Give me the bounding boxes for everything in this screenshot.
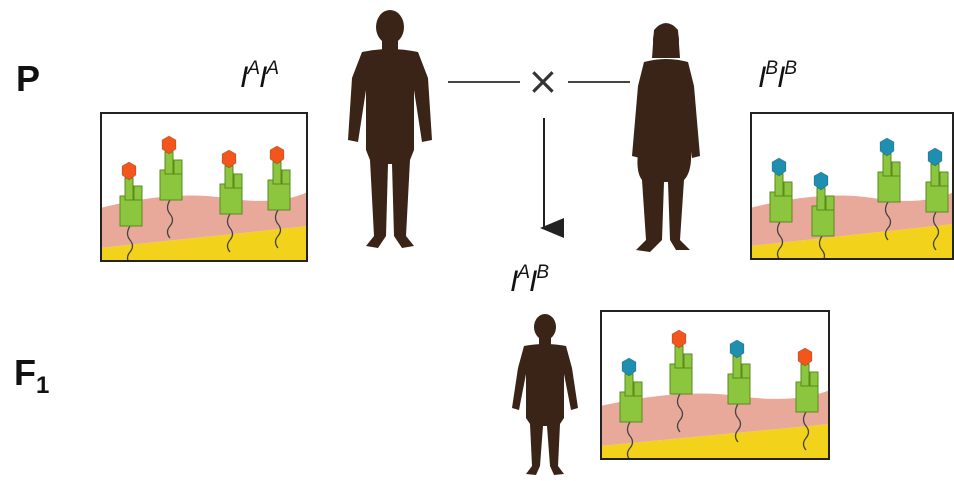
receptor-stalk-block [625, 374, 633, 396]
receptor-stalk-block [225, 166, 233, 188]
mother-cell-panel [750, 112, 954, 274]
receptor-side-block [134, 186, 142, 200]
child-cell-panel [600, 310, 830, 460]
receptor-side-block [684, 354, 692, 368]
receptor-stalk-block [675, 346, 683, 368]
receptor-stalk-block [125, 178, 133, 200]
father-silhouette [348, 10, 432, 248]
mother-silhouette [632, 23, 700, 252]
receptor-side-block [234, 174, 242, 188]
receptor-stalk-block [733, 356, 741, 378]
receptor-stalk-block [273, 162, 281, 184]
father-cell-panel [100, 112, 308, 264]
receptor-side-block [810, 372, 818, 386]
receptor-side-block [282, 170, 290, 184]
receptor-side-block [742, 364, 750, 378]
receptor-stalk-block [931, 164, 939, 186]
receptor-side-block [940, 172, 948, 186]
receptor-side-block [892, 162, 900, 176]
receptor-stalk-block [817, 188, 825, 210]
receptor-stalk-block [775, 174, 783, 196]
receptor-side-block [826, 196, 834, 210]
receptor-stalk-block [801, 364, 809, 386]
receptor-side-block [784, 182, 792, 196]
child-silhouette [512, 314, 578, 475]
receptor-stalk-block [165, 152, 173, 174]
receptor-stalk-block [883, 154, 891, 176]
receptor-side-block [174, 160, 182, 174]
receptor-side-block [634, 382, 642, 396]
